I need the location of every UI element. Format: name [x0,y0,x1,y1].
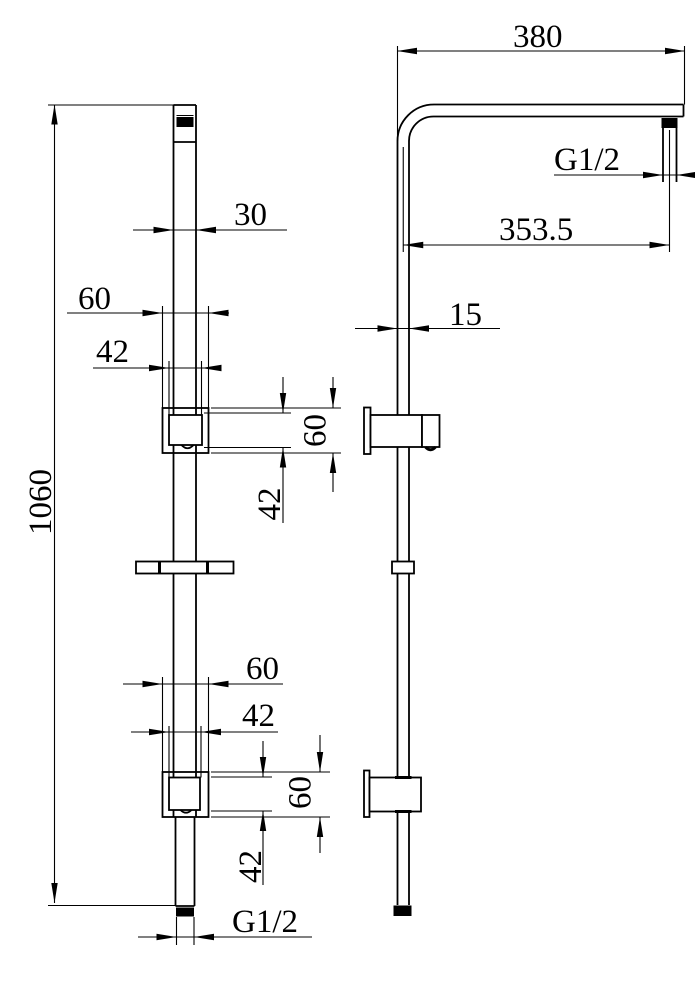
dim-lower-bracket-height-label: 60 [283,776,319,809]
slide-rail [172,104,197,817]
dim-riser-width-label: 15 [449,297,482,333]
dim-lower-bracket-width-label: 60 [246,651,279,687]
dim-arm-length-label: 380 [513,19,563,55]
lower-bracket-side [363,769,422,818]
bottom-thread-cap [393,905,412,916]
dim-bottom-thread: G1/2 [138,904,312,945]
dim-upper-bracket-height-label: 60 [298,414,334,447]
dim-upper-bracket-inner-height: 42 [204,377,291,523]
dim-upper-bracket-width-label: 60 [78,281,111,317]
dim-arm-length: 380 [396,19,686,141]
front-view [135,104,235,917]
dim-lower-bracket-inner-width-label: 42 [242,698,275,734]
head-connector [661,118,678,252]
dim-riser-width: 15 [355,297,500,333]
dim-lower-bracket-inner-height: 42 [211,741,272,885]
dim-arm-offset: 353.5 [402,147,670,252]
handset-hook [180,444,195,450]
riser-and-arm [396,103,685,905]
dimensions: 1060 30 60 42 [23,19,695,945]
dim-bottom-thread-label: G1/2 [232,904,298,940]
bottom-thread-cap [176,907,194,917]
dim-lower-bracket-inner-height-label: 42 [233,850,269,883]
dim-lower-bracket-width: 60 [123,651,283,772]
handset-hook [179,809,193,814]
dim-upper-bracket-inner-width-label: 42 [96,334,129,370]
top-thread-cap [661,118,678,128]
dim-upper-bracket-height: 60 [211,377,341,492]
dim-rail-top-width: 30 [133,197,287,234]
dim-upper-bracket-inner-height-label: 42 [252,488,288,521]
dim-overall-height: 1060 [23,104,176,907]
dim-rail-top-width-label: 30 [234,197,267,233]
handset-hook [424,445,437,452]
dim-arm-offset-label: 353.5 [499,212,573,248]
dim-arm-thread-label: G1/2 [554,142,620,178]
rail-top-plug [176,114,194,127]
slider-stop [391,560,415,575]
upper-bracket-side [363,406,441,455]
rail-bottom-pipe [174,817,196,917]
lower-bracket-front [161,771,210,818]
dim-arm-thread: G1/2 [554,142,695,179]
upper-bracket-front [161,407,210,454]
dim-upper-bracket-inner-width: 42 [93,334,222,415]
dim-overall-height-label: 1060 [23,469,59,535]
side-view [363,103,685,916]
soap-dish [135,560,235,575]
dim-lower-bracket-height: 60 [211,735,330,853]
dim-lower-bracket-inner-width: 42 [131,698,278,778]
dim-upper-bracket-width: 60 [67,281,229,408]
